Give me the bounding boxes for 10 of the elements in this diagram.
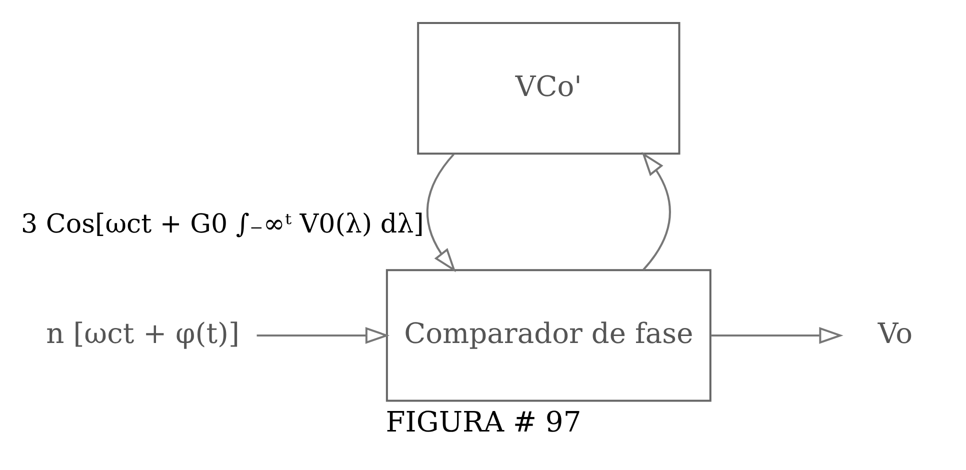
node-box: VCo' <box>416 22 680 155</box>
node-text: n [ωct + φ(t)] <box>46 316 239 350</box>
node-text: Vo <box>877 316 912 350</box>
arrow <box>641 152 670 270</box>
arrow <box>710 327 843 344</box>
caption: FIGURA # 97 <box>385 405 581 438</box>
arrow <box>426 154 456 272</box>
node-box: Comparador de fase <box>385 269 711 402</box>
arrow <box>256 327 390 344</box>
edge-label: 3 Cos[ωct + G0 ∫₋∞ᵗ V0(λ) dλ] <box>20 210 424 240</box>
